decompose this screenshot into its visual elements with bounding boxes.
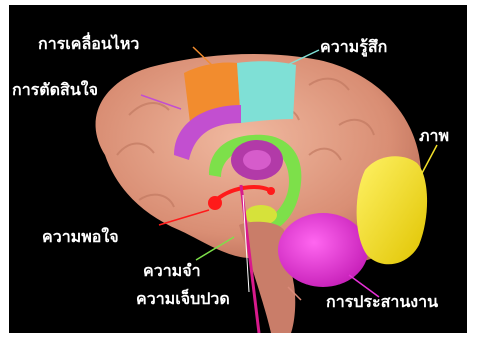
label-coordination: การประสานงาน (326, 293, 438, 311)
pleasure-center (208, 196, 222, 210)
label-movement: การเคลื่อนไหว (38, 35, 139, 53)
label-memory: ความจำ (143, 262, 201, 280)
sensory-cortex-region (237, 61, 296, 123)
label-pleasure: ความพอใจ (42, 228, 119, 246)
label-vision: ภาพ (419, 127, 449, 145)
label-sensation: ความรู้สึก (320, 38, 387, 56)
cerebellum (278, 213, 368, 287)
brain-diagram: การเคลื่อนไหว ความรู้สึก การตัดสินใจ ภาพ… (9, 5, 467, 333)
label-pain: ความเจ็บปวด (136, 290, 230, 308)
label-decision: การตัดสินใจ (12, 81, 98, 99)
brain-illustration (9, 5, 467, 333)
visual-cortex-region (357, 156, 427, 264)
